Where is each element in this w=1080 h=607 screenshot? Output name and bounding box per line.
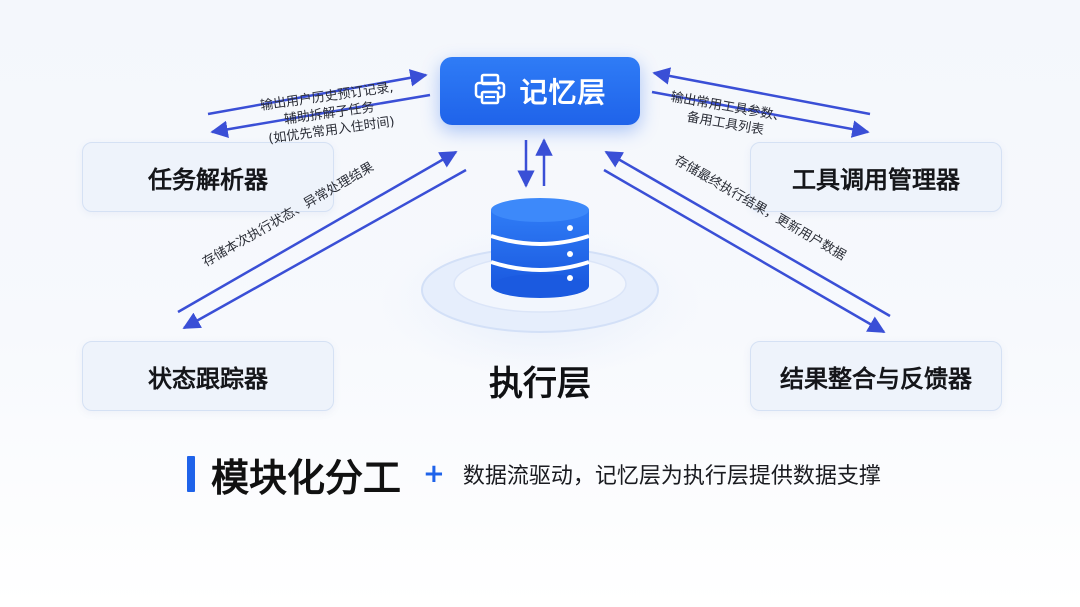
module-tool-manager: 工具调用管理器	[750, 142, 1002, 212]
footer-subline: 数据流驱动，记忆层为执行层提供数据支撑	[462, 464, 881, 489]
module-state-tracker: 状态跟踪器	[82, 341, 334, 411]
memory-layer-box: 记忆层	[440, 57, 640, 125]
arrow-memory-to-task	[210, 93, 431, 138]
accent-bar	[187, 456, 195, 492]
arrow-state-to-memory	[177, 150, 458, 314]
printer-icon	[473, 72, 507, 110]
memory-layer-title: 记忆层	[519, 76, 607, 109]
plus-sign: +	[423, 459, 445, 489]
arrow-memory-to-state	[182, 168, 467, 330]
arrow-memory-to-tool	[651, 90, 870, 138]
arrow-task-to-memory	[207, 69, 428, 116]
execution-layer-label: 执行层	[489, 364, 591, 404]
arrow-result-to-memory	[604, 150, 891, 318]
footer-headline: 模块化分工	[211, 455, 402, 500]
module-task-parser: 任务解析器	[82, 142, 334, 212]
module-result-integrator: 结果整合与反馈器	[750, 341, 1002, 411]
footer-summary: 模块化分工 + 数据流驱动，记忆层为执行层提供数据支撑	[187, 452, 881, 500]
arrow-tool-to-memory	[652, 67, 871, 116]
arrow-memory-to-result	[603, 168, 886, 334]
database-icon	[490, 198, 590, 298]
